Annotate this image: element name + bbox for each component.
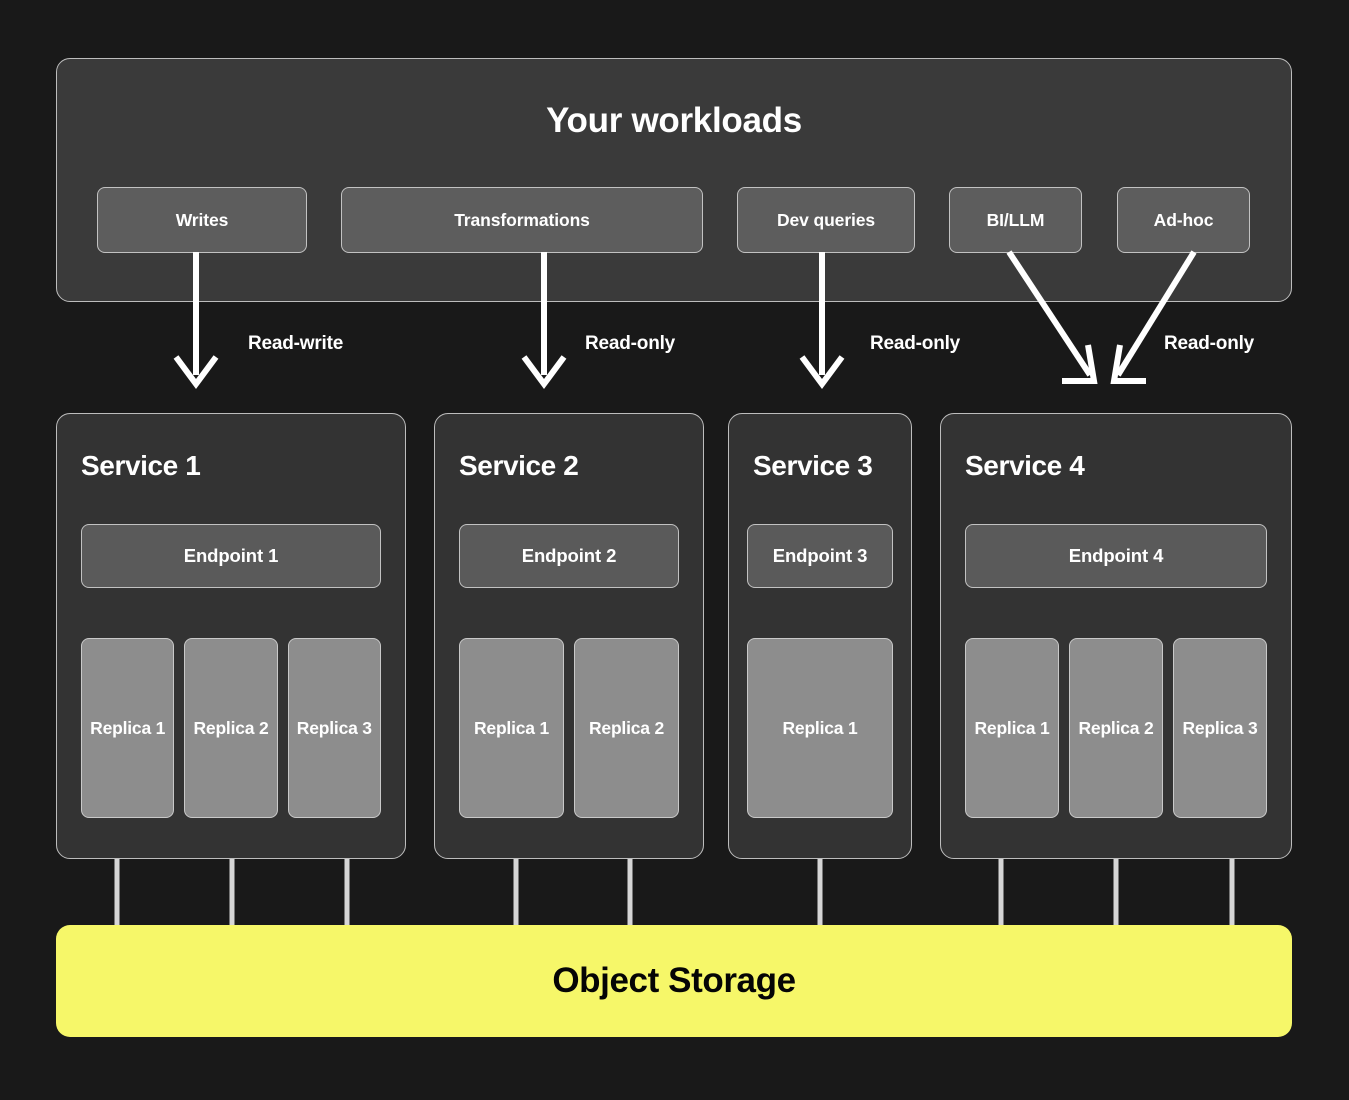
- arrow-dev-queries-head: [799, 355, 845, 390]
- replica-box[interactable]: Replica 3: [287, 638, 381, 818]
- endpoint-label: Endpoint 3: [772, 545, 868, 566]
- endpoint-box-1[interactable]: Endpoint 1: [81, 524, 381, 588]
- service-title: Service 4: [965, 450, 1085, 481]
- replica-label: Replica 2: [1078, 717, 1154, 738]
- object-storage-bar[interactable]: Object Storage: [56, 925, 1292, 1037]
- endpoint-box-2[interactable]: Endpoint 2: [459, 524, 679, 588]
- arrow-bi-llm-head: [1062, 344, 1098, 384]
- replica-label: Replica 2: [193, 717, 269, 738]
- service-card-1[interactable]: Service 1 Endpoint 1 Replica 1 Replica 2…: [56, 413, 406, 859]
- object-storage-label: Object Storage: [552, 961, 796, 1000]
- endpoint-box-4[interactable]: Endpoint 4: [965, 524, 1267, 588]
- workload-label: Writes: [175, 209, 229, 230]
- replica-box[interactable]: Replica 1: [459, 638, 564, 818]
- workload-box-dev-queries[interactable]: Dev queries: [737, 187, 915, 253]
- endpoint-box-3[interactable]: Endpoint 3: [747, 524, 893, 588]
- replica-label: Replica 1: [782, 717, 858, 738]
- replica-label: Replica 1: [90, 717, 166, 738]
- flow-label-read-only-3: Read-only: [870, 333, 961, 354]
- replica-row: Replica 1 Replica 2 Replica 3: [965, 638, 1267, 818]
- service-card-4[interactable]: Service 4 Endpoint 4 Replica 1 Replica 2…: [940, 413, 1292, 859]
- workload-box-writes[interactable]: Writes: [97, 187, 307, 253]
- workloads-title: Your workloads: [546, 101, 802, 140]
- replica-label: Replica 3: [296, 717, 372, 738]
- endpoint-label: Endpoint 1: [183, 545, 279, 566]
- replica-label: Replica 3: [1182, 717, 1258, 738]
- service-title: Service 3: [753, 450, 873, 481]
- endpoint-label: Endpoint 4: [1068, 545, 1164, 566]
- arrow-transformations-head: [521, 355, 567, 390]
- arrow-writes-head: [173, 355, 219, 390]
- replica-box[interactable]: Replica 2: [1069, 638, 1163, 818]
- endpoint-label: Endpoint 2: [521, 545, 617, 566]
- replica-box[interactable]: Replica 2: [574, 638, 679, 818]
- replica-row: Replica 1 Replica 2: [459, 638, 679, 818]
- replica-label: Replica 1: [473, 717, 550, 738]
- flow-label-read-only-4: Read-only: [1164, 333, 1255, 354]
- flow-label-read-only-2: Read-only: [585, 333, 676, 354]
- replica-box[interactable]: Replica 1: [747, 638, 893, 818]
- workload-label: BI/LLM: [986, 209, 1045, 230]
- workload-label: Ad-hoc: [1153, 209, 1214, 230]
- workload-box-transformations[interactable]: Transformations: [341, 187, 703, 253]
- service-title: Service 1: [81, 450, 201, 481]
- workload-label: Transformations: [454, 209, 590, 230]
- replica-box[interactable]: Replica 1: [81, 638, 175, 818]
- replica-box[interactable]: Replica 1: [965, 638, 1059, 818]
- replica-label: Replica 2: [588, 717, 665, 738]
- workload-label: Dev queries: [776, 209, 876, 230]
- storage-connectors: [114, 859, 1235, 927]
- service-card-2[interactable]: Service 2 Endpoint 2 Replica 1 Replica 2: [434, 413, 704, 859]
- replica-label: Replica 1: [974, 717, 1050, 738]
- service-title: Service 2: [459, 450, 579, 481]
- replica-box[interactable]: Replica 3: [1173, 638, 1267, 818]
- arrow-ad-hoc-head: [1110, 344, 1146, 384]
- replica-row: Replica 1: [747, 638, 893, 818]
- workload-box-bi-llm[interactable]: BI/LLM: [949, 187, 1082, 253]
- service-card-3[interactable]: Service 3 Endpoint 3 Replica 1: [728, 413, 912, 859]
- replica-row: Replica 1 Replica 2 Replica 3: [81, 638, 381, 818]
- workloads-panel: Your workloads Writes Transformations De…: [56, 58, 1292, 302]
- replica-box[interactable]: Replica 2: [184, 638, 278, 818]
- flow-label-read-write: Read-write: [248, 333, 344, 354]
- workload-box-ad-hoc[interactable]: Ad-hoc: [1117, 187, 1250, 253]
